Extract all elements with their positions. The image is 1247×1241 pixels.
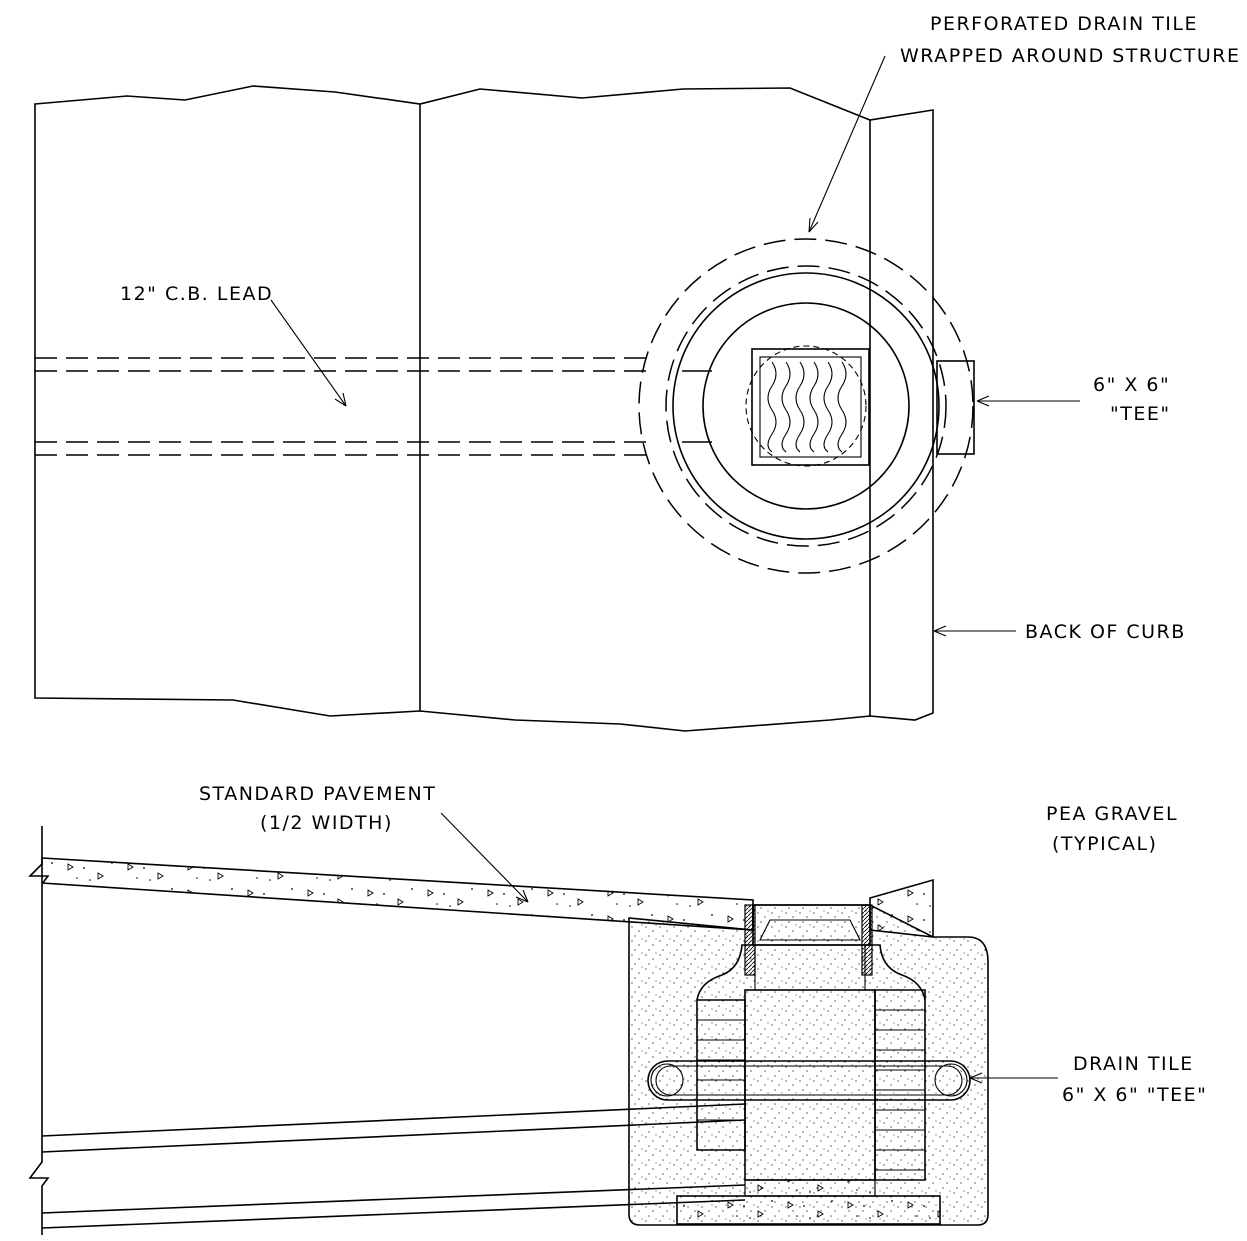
pavement-outline — [34, 85, 934, 732]
standard-pavement-label: STANDARD PAVEMENT — [199, 783, 436, 805]
pea-gravel-envelope — [628, 904, 989, 1226]
plan-leaders — [270, 55, 1080, 637]
tee-label: "TEE" — [1110, 403, 1171, 425]
tee-size-label: 6" X 6" — [1093, 374, 1170, 396]
grate-frame — [751, 348, 870, 466]
section-leaders — [440, 812, 1058, 1084]
curb-section — [869, 878, 934, 938]
pea-gravel-label: PEA GRAVEL — [1046, 803, 1178, 825]
drain-tile-section — [647, 1060, 971, 1101]
tee-fitting-plan — [936, 360, 975, 455]
plan-view — [34, 55, 1080, 732]
catch-basin-structure — [638, 238, 975, 574]
wrapped-around-label: WRAPPED AROUND STRUCTURE — [900, 45, 1241, 67]
drain-tile-label: DRAIN TILE — [1073, 1053, 1194, 1075]
half-width-label: (1/2 WIDTH) — [260, 812, 393, 834]
structure-base — [676, 1195, 941, 1225]
section-pipe — [41, 1103, 746, 1229]
structure-section — [647, 904, 971, 1225]
drain-tile-tee-label: 6" X 6" "TEE" — [1062, 1084, 1207, 1106]
back-of-curb-label: BACK OF CURB — [1025, 621, 1186, 643]
grate-waves — [767, 361, 847, 453]
drain-tile-ring — [638, 238, 974, 574]
section-view — [28, 812, 1058, 1235]
cb-lead-label: 12" C.B. LEAD — [120, 283, 273, 305]
cb-lead-pipe — [35, 357, 712, 456]
pavement-slab — [41, 857, 754, 931]
perforated-drain-tile-label: PERFORATED DRAIN TILE — [930, 13, 1198, 35]
typical-label: (TYPICAL) — [1052, 833, 1157, 855]
